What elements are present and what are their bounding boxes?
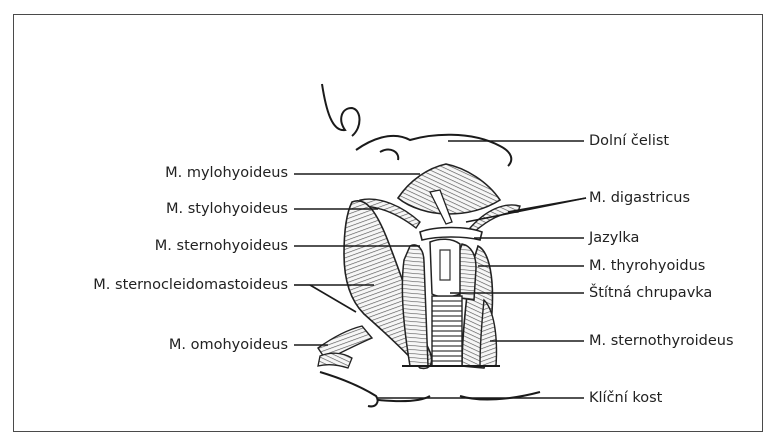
thyroid-cartilage <box>430 239 460 297</box>
label-dolni-celist: Dolní čelist <box>589 134 669 149</box>
label-stylohyoideus: M. stylohyoideus <box>166 202 288 217</box>
label-thyrohyoidus: M. thyrohyoidus <box>589 259 705 274</box>
label-jazylka: Jazylka <box>589 231 639 246</box>
label-omohyoideus: M. omohyoideus <box>169 338 288 353</box>
label-stitna-chrupavka: Štítná chrupavka <box>589 286 712 301</box>
hyoid-bone <box>420 228 482 241</box>
mylohyoideus-muscle <box>398 164 500 214</box>
label-sternocleidomastoideus: M. sternocleidomastoideus <box>93 278 288 293</box>
label-mylohyoideus: M. mylohyoideus <box>165 166 288 181</box>
face-outline <box>322 84 511 166</box>
sternothyroideus-muscle <box>480 300 497 366</box>
label-sternothyroideus: M. sternothyroideus <box>589 334 734 349</box>
label-digastricus: M. digastricus <box>589 191 690 206</box>
omohyoideus-lower <box>318 353 352 368</box>
label-sternohyoideus: M. sternohyoideus <box>155 239 288 254</box>
clavicle-outline <box>320 366 540 406</box>
trachea <box>432 296 462 366</box>
label-klicni-kost: Klíční kost <box>589 391 662 406</box>
